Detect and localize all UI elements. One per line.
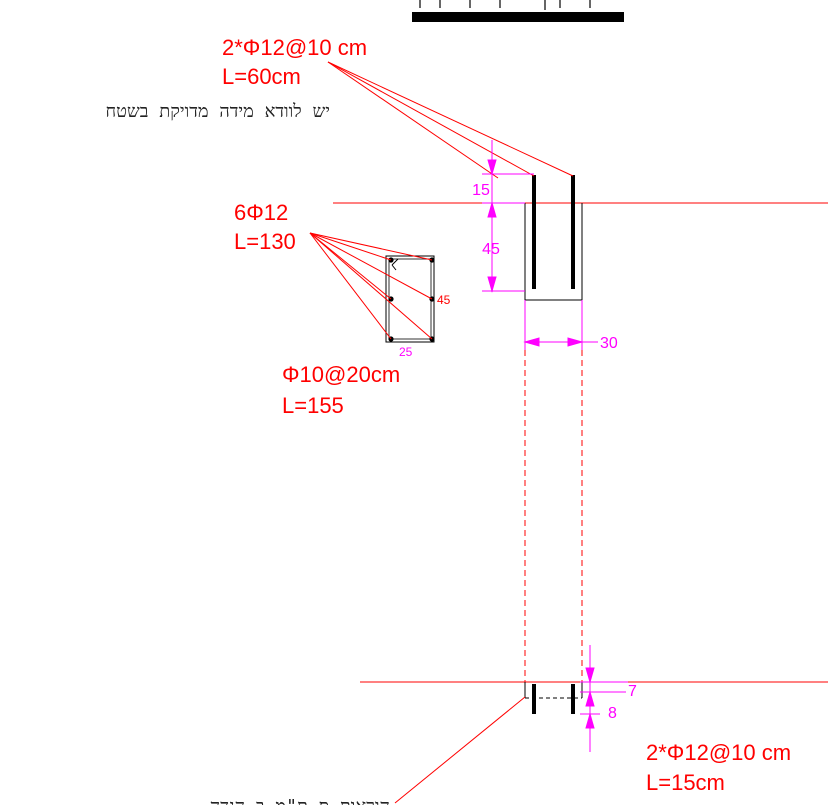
section-height-label: 45 (437, 293, 451, 307)
bottom-note: הוראות ס ת"מ ב הנדה (210, 796, 390, 805)
base-leader-line (394, 696, 526, 804)
title-text-fragment (419, 0, 591, 10)
column-shaft-dashed (524, 300, 583, 682)
field-note: יש לוודא מידה מדויקת בשטח (105, 101, 330, 122)
dim-top-embed: 15 (472, 182, 490, 199)
bottom-dowel-length: L=15cm (646, 770, 725, 795)
top-dowel-leaders (327, 61, 574, 179)
dim-bottom-gap: 7 (628, 683, 637, 700)
dim-width: 30 (600, 335, 618, 352)
section-bars (388, 257, 435, 342)
top-dowel-spec: 2*Φ12@10 cm (222, 35, 367, 60)
stirrup-outline (388, 258, 432, 340)
cross-section (385, 255, 435, 343)
vertical-dimension-top (482, 140, 534, 293)
dim-bottom-embed: 8 (608, 705, 617, 722)
top-dowel-length: L=60cm (222, 64, 301, 89)
column-head (524, 203, 583, 301)
bottom-dowel-bars (532, 684, 575, 714)
horizontal-dimension-width (523, 300, 598, 350)
vertical-dimension-bottom (580, 645, 628, 752)
top-dowel-bars (532, 175, 575, 289)
long-bars-spec: 6Φ12 (234, 200, 288, 225)
long-bars-leaders (309, 232, 433, 340)
stirrup-hook (391, 258, 399, 271)
long-bars-length: L=130 (234, 229, 296, 254)
title-underline-bar (412, 12, 624, 22)
section-width-label: 25 (399, 345, 413, 359)
dim-head-depth: 45 (482, 241, 500, 258)
bottom-dowel-spec: 2*Φ12@10 cm (646, 740, 791, 765)
stirrups-length: L=155 (282, 393, 344, 418)
title-fragment (412, 0, 624, 22)
stirrups-spec: Φ10@20cm (282, 362, 400, 387)
